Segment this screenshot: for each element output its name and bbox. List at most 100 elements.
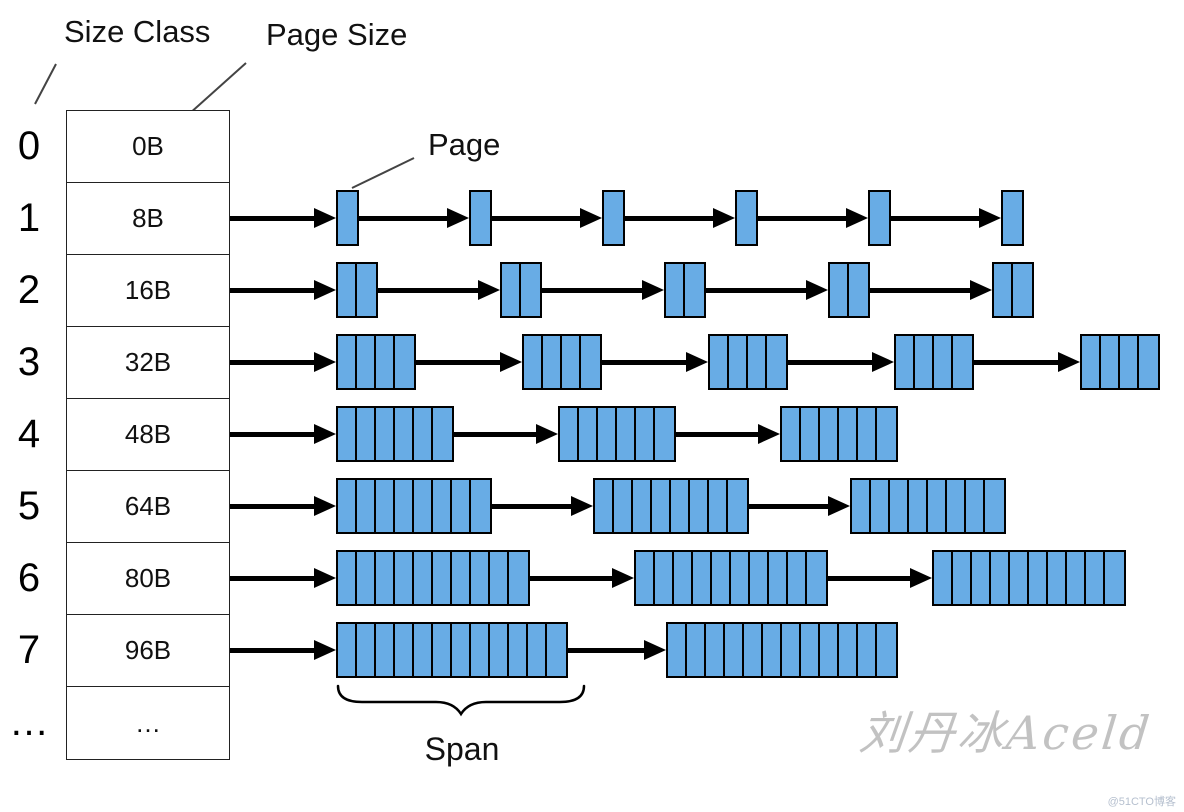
memory-cell xyxy=(595,480,614,532)
arrow-right-icon xyxy=(706,280,828,300)
span-block xyxy=(828,262,870,318)
memory-cell xyxy=(652,480,671,532)
span-label: Span xyxy=(424,731,500,767)
arrow-head xyxy=(970,280,992,300)
arrow-right-icon xyxy=(676,424,780,444)
arrow-right-icon xyxy=(454,424,558,444)
memory-cell xyxy=(909,480,928,532)
span-list-row xyxy=(230,334,1160,390)
arrow-shaft xyxy=(492,215,580,221)
memory-cell xyxy=(1082,336,1101,388)
memory-cell xyxy=(433,624,452,676)
span-block xyxy=(634,550,828,606)
arrow-right-icon xyxy=(378,280,500,300)
size-class-index: 4 xyxy=(17,412,41,456)
arrow-head xyxy=(314,280,336,300)
arrow-shaft xyxy=(230,287,314,293)
size-class-pointer-line xyxy=(34,63,57,105)
span-block xyxy=(666,622,898,678)
arrow-head xyxy=(500,352,522,372)
arrow-right-icon xyxy=(492,208,602,228)
arrow-right-icon xyxy=(230,280,336,300)
memory-cell xyxy=(1013,264,1032,316)
arrow-shaft xyxy=(230,215,314,221)
arrow-right-icon xyxy=(749,496,850,516)
memory-cell xyxy=(414,480,433,532)
arrow-right-icon xyxy=(758,208,868,228)
memory-cell xyxy=(849,264,868,316)
arrow-right-icon xyxy=(416,352,522,372)
span-list-row xyxy=(230,550,1126,606)
size-class-index: 0 xyxy=(17,124,41,168)
memory-cell xyxy=(338,336,357,388)
memory-cell xyxy=(801,624,820,676)
page-label: Page xyxy=(428,127,501,162)
arrow-head xyxy=(828,496,850,516)
memory-cell xyxy=(357,480,376,532)
memory-cell xyxy=(433,408,452,460)
span-block xyxy=(602,190,625,246)
memory-cell xyxy=(524,336,543,388)
size-class-label: Size Class xyxy=(64,14,211,49)
memory-cell xyxy=(1067,552,1086,604)
memory-cell xyxy=(614,480,633,532)
arrow-right-icon xyxy=(542,280,664,300)
memory-cell xyxy=(782,408,801,460)
arrow-head xyxy=(758,424,780,444)
memory-cell xyxy=(338,192,357,244)
arrow-head xyxy=(314,568,336,588)
memory-cell xyxy=(712,552,731,604)
memory-cell xyxy=(953,336,972,388)
memory-cell xyxy=(674,552,693,604)
arrow-right-icon xyxy=(870,280,992,300)
arrow-right-icon xyxy=(891,208,1001,228)
arrow-head xyxy=(580,208,602,228)
arrow-right-icon xyxy=(230,424,336,444)
arrow-head xyxy=(314,352,336,372)
memory-cell xyxy=(871,480,890,532)
arrow-right-icon xyxy=(230,568,336,588)
memory-cell xyxy=(858,624,877,676)
arrow-shaft xyxy=(230,503,314,509)
arrow-head xyxy=(314,640,336,660)
arrow-right-icon xyxy=(230,208,336,228)
memory-cell xyxy=(338,408,357,460)
arrow-shaft xyxy=(454,431,536,437)
memory-cell xyxy=(728,480,747,532)
memory-cell xyxy=(395,336,414,388)
memory-cell xyxy=(666,264,685,316)
memory-cell xyxy=(915,336,934,388)
memory-cell xyxy=(502,264,521,316)
arrow-shaft xyxy=(230,647,314,653)
memory-cell xyxy=(395,480,414,532)
memory-cell xyxy=(985,480,1004,532)
arrow-shaft xyxy=(230,431,314,437)
memory-cell xyxy=(877,408,896,460)
memory-cell xyxy=(547,624,566,676)
memory-cell xyxy=(581,336,600,388)
memory-cell xyxy=(376,480,395,532)
memory-cell xyxy=(966,480,985,532)
memory-cell xyxy=(376,408,395,460)
memory-cell xyxy=(852,480,871,532)
memory-cell xyxy=(763,624,782,676)
memory-cell xyxy=(560,408,579,460)
size-class-index: 6 xyxy=(17,556,41,600)
memory-cell xyxy=(655,552,674,604)
page-size-cell: 16B xyxy=(67,255,229,327)
memory-cell xyxy=(579,408,598,460)
memory-cell xyxy=(767,336,786,388)
arrow-shaft xyxy=(492,503,571,509)
span-block xyxy=(336,334,416,390)
memory-cell xyxy=(668,624,687,676)
span-block xyxy=(500,262,542,318)
memory-cell xyxy=(633,480,652,532)
arrow-right-icon xyxy=(788,352,894,372)
arrow-shaft xyxy=(230,575,314,581)
arrow-shaft xyxy=(625,215,713,221)
memory-cell xyxy=(744,624,763,676)
memory-cell xyxy=(1048,552,1067,604)
memory-cell xyxy=(338,264,357,316)
memory-cell xyxy=(433,552,452,604)
